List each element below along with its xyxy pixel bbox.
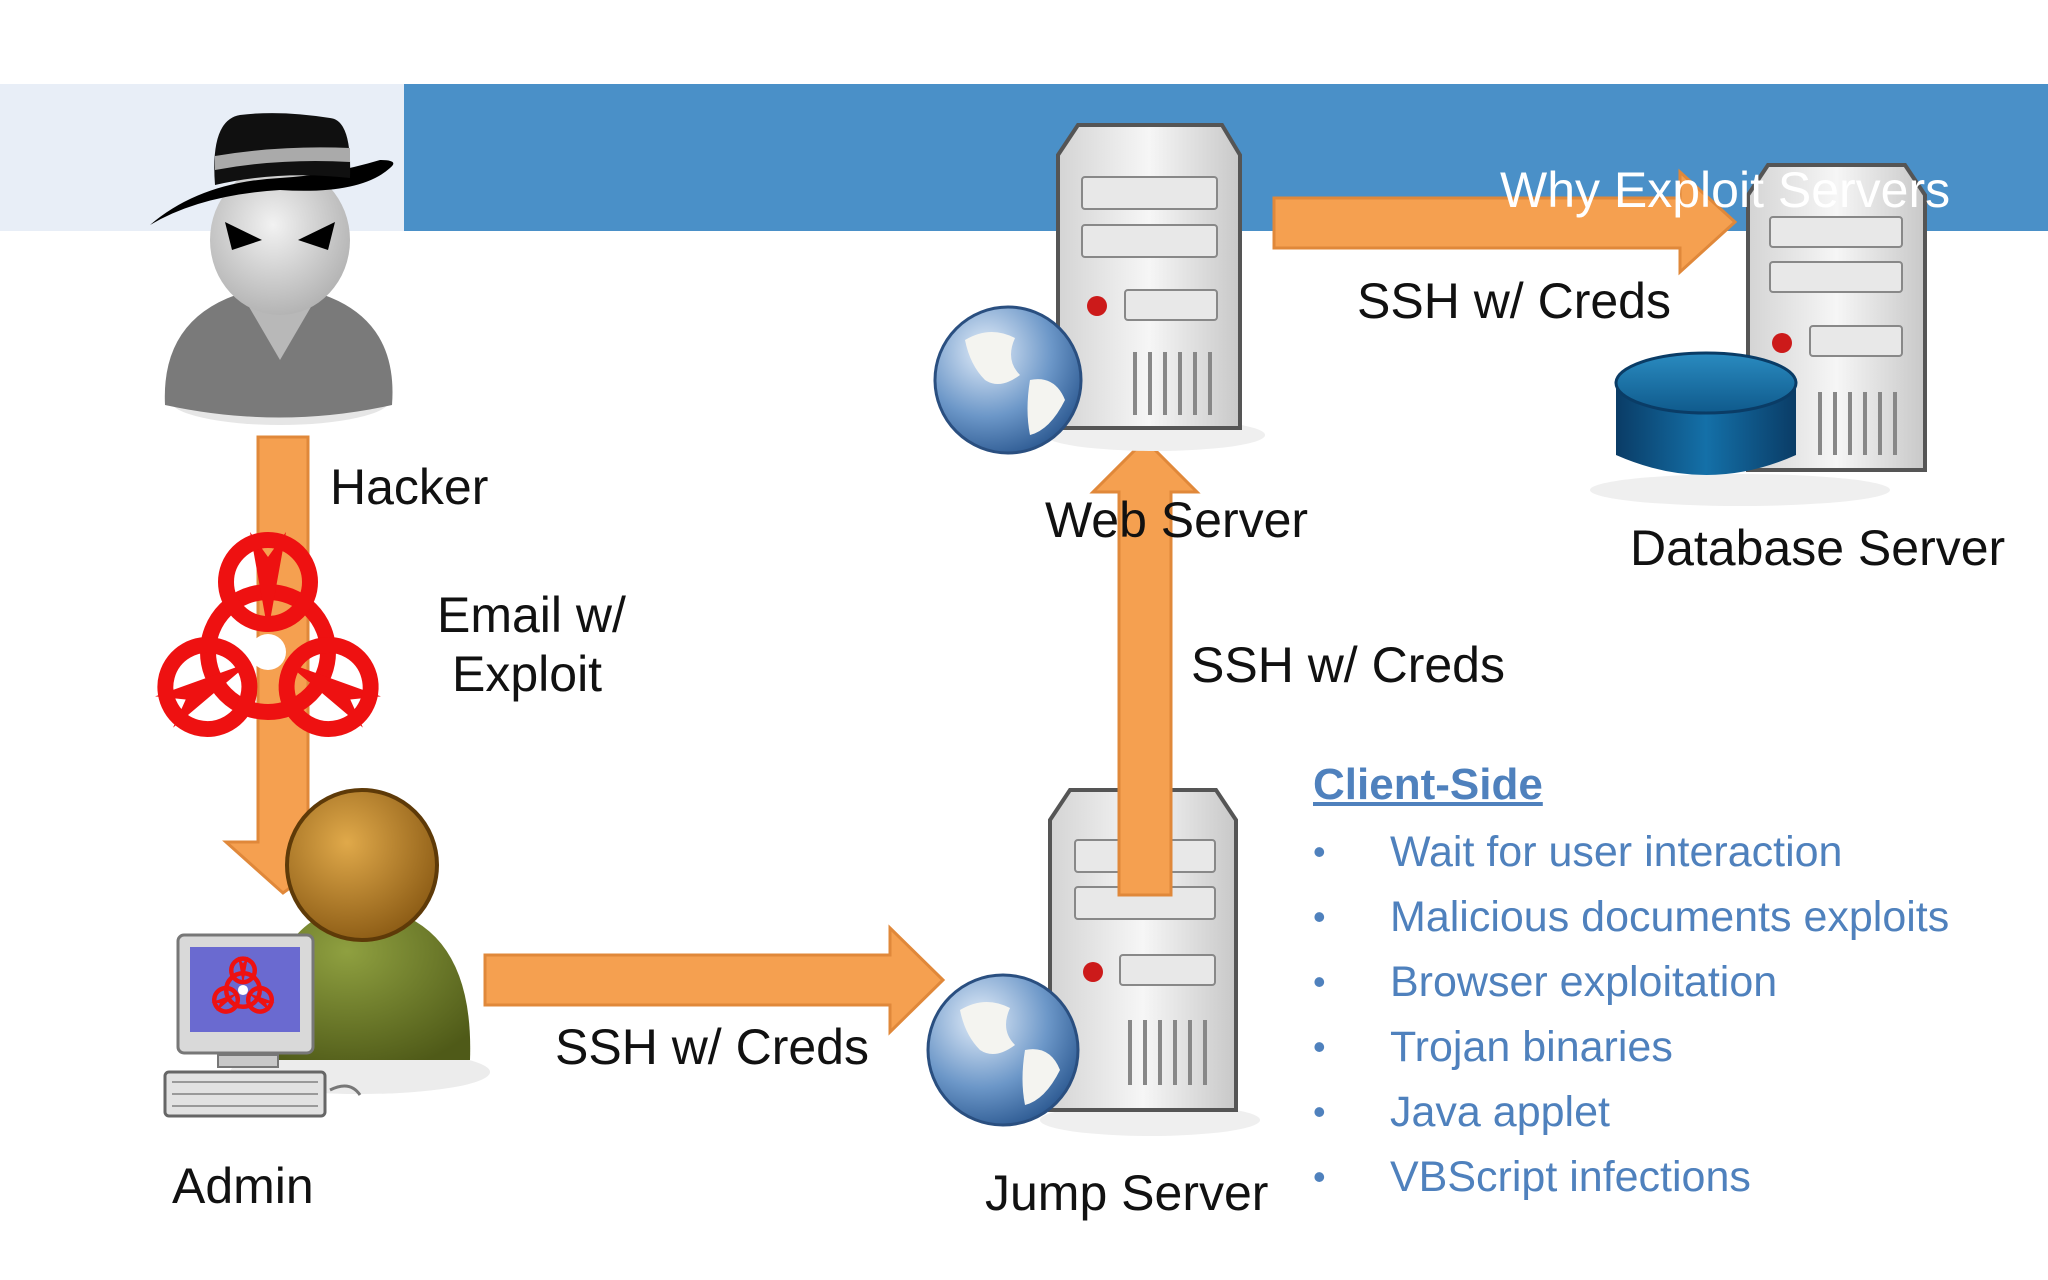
bullet-icon: • bbox=[1313, 1026, 1326, 1067]
database-server-icon bbox=[1590, 163, 1927, 506]
jump-server-label: Jump Server bbox=[985, 1165, 1269, 1221]
ssh-web-db-label: SSH w/ Creds bbox=[1357, 273, 1671, 329]
bullet-icon: • bbox=[1313, 1091, 1326, 1132]
web-server-label: Web Server bbox=[1045, 492, 1309, 548]
admin-icon bbox=[163, 788, 490, 1118]
list-item: •Java applet bbox=[1313, 1088, 1610, 1136]
bullet-icon: • bbox=[1313, 831, 1326, 872]
database-server-label: Database Server bbox=[1630, 520, 2006, 576]
web-server-icon bbox=[933, 123, 1265, 455]
list-item: •Browser exploitation bbox=[1313, 958, 1778, 1006]
client-side-list: Client-Side •Wait for user interaction •… bbox=[1313, 763, 2033, 1217]
ssh-admin-jump-label: SSH w/ Creds bbox=[555, 1019, 869, 1075]
list-item: •VBScript infections bbox=[1313, 1153, 1751, 1201]
client-side-heading[interactable]: Client-Side bbox=[1313, 760, 1543, 809]
admin-label: Admin bbox=[172, 1158, 314, 1214]
hacker-label: Hacker bbox=[330, 459, 489, 515]
bullet-icon: • bbox=[1313, 896, 1326, 937]
biohazard-icon bbox=[150, 532, 386, 744]
bullet-icon: • bbox=[1313, 961, 1326, 1002]
arrow-admin-to-jump bbox=[483, 924, 946, 1036]
jump-server-icon bbox=[926, 788, 1260, 1136]
arrow-web-to-db bbox=[1272, 168, 1738, 276]
list-item: •Malicious documents exploits bbox=[1313, 893, 1950, 941]
hacker-icon bbox=[150, 113, 394, 425]
arrow-jump-to-web bbox=[1089, 437, 1201, 897]
ssh-jump-web-label: SSH w/ Creds bbox=[1191, 637, 1505, 693]
list-item: •Wait for user interaction bbox=[1313, 828, 1843, 876]
slide-title: Why Exploit Servers bbox=[1500, 162, 1951, 218]
email-label-line2: Exploit bbox=[452, 646, 603, 702]
bullet-icon: • bbox=[1313, 1156, 1326, 1197]
list-item: •Trojan binaries bbox=[1313, 1023, 1673, 1071]
email-label-line1: Email w/ bbox=[437, 587, 626, 643]
